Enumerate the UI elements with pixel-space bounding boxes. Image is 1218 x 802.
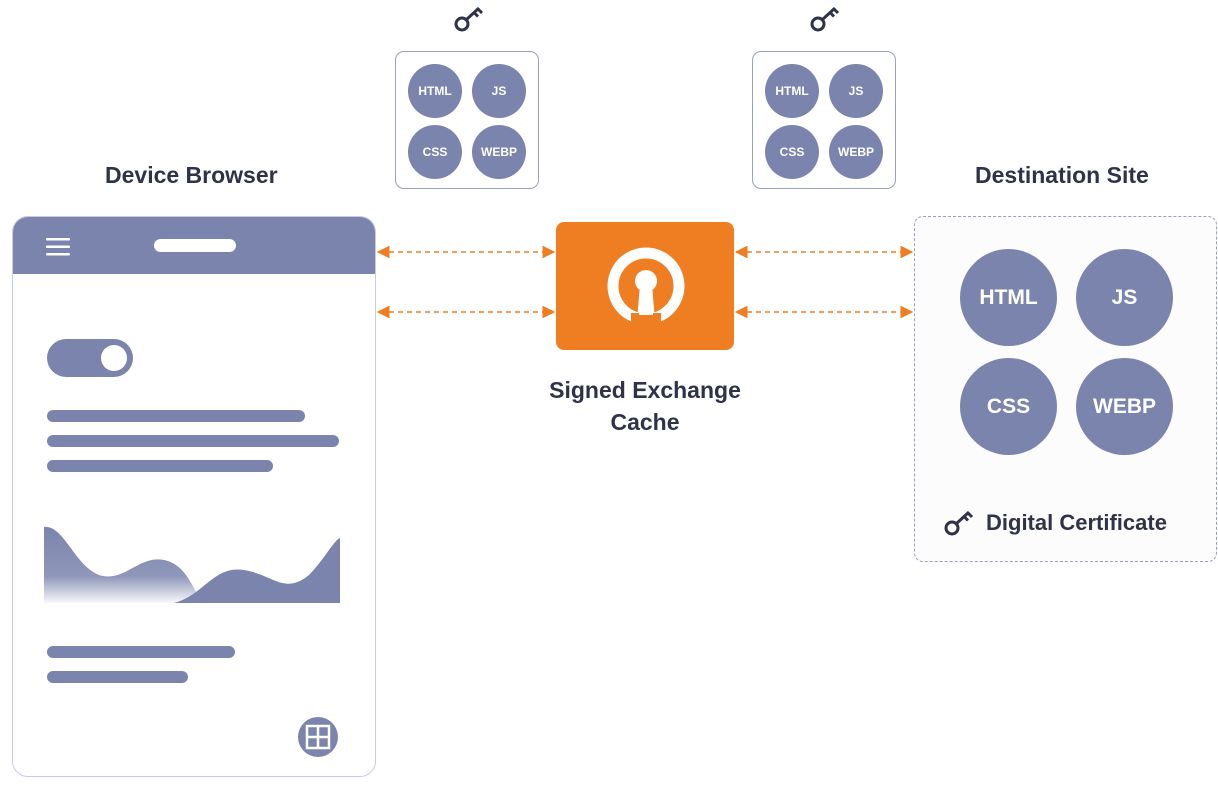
asset-html: HTML	[960, 249, 1057, 346]
text-line	[47, 460, 273, 472]
device-browser-phone	[12, 216, 376, 777]
asset-webp: WEBP	[472, 125, 526, 179]
asset-html: HTML	[765, 64, 819, 118]
destination-site-box: HTML JS CSS WEBP Digital Certificate	[914, 216, 1217, 562]
key-icon	[810, 6, 840, 32]
signed-exchange-cache-node	[556, 222, 734, 350]
wave-chart-graphic	[44, 526, 340, 603]
asset-js: JS	[829, 64, 883, 118]
key-icon	[944, 510, 974, 536]
key-icon	[454, 6, 484, 32]
cache-label-line2: Cache	[610, 409, 680, 435]
device-browser-title: Device Browser	[105, 162, 278, 188]
asset-css: CSS	[960, 358, 1057, 455]
destination-site-title: Destination Site	[975, 162, 1149, 188]
asset-css: CSS	[408, 125, 462, 179]
asset-webp: WEBP	[1076, 358, 1173, 455]
asset-js: JS	[472, 64, 526, 118]
toggle-knob	[101, 345, 127, 371]
text-line	[47, 410, 305, 422]
text-line	[47, 435, 339, 447]
cache-label: Signed Exchange Cache	[520, 374, 770, 438]
hamburger-icon[interactable]	[46, 238, 70, 256]
plus-grid-icon[interactable]	[298, 717, 338, 757]
toggle-icon[interactable]	[47, 339, 133, 377]
digital-certificate-label: Digital Certificate	[986, 510, 1167, 535]
asset-js: JS	[1076, 249, 1173, 346]
asset-css: CSS	[765, 125, 819, 179]
text-line	[47, 671, 188, 683]
keyhole-icon	[607, 247, 685, 325]
asset-webp: WEBP	[829, 125, 883, 179]
asset-html: HTML	[408, 64, 462, 118]
cache-label-line1: Signed Exchange	[549, 377, 741, 403]
signed-bundle-left: HTML JS CSS WEBP	[395, 51, 539, 189]
phone-header-bar	[13, 217, 375, 274]
signed-bundle-right: HTML JS CSS WEBP	[752, 51, 896, 189]
address-bar[interactable]	[154, 239, 236, 252]
text-line	[47, 646, 235, 658]
